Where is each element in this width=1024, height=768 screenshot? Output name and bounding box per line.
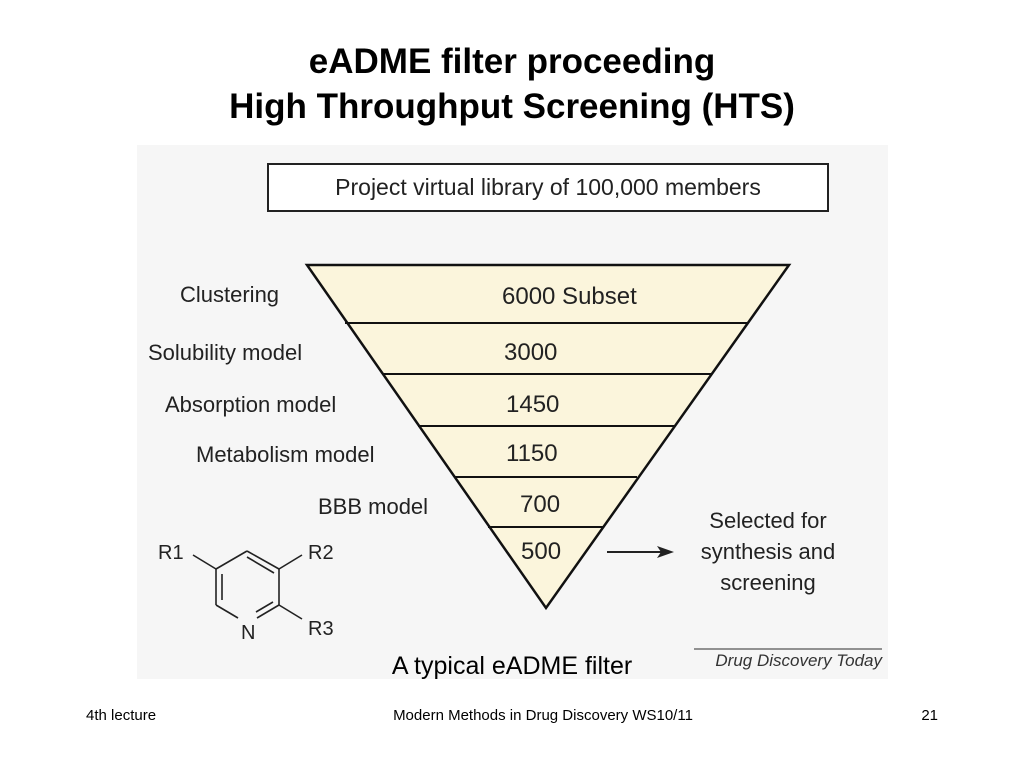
level-label-bbb: BBB model bbox=[318, 494, 428, 519]
pyridine-structure-icon bbox=[192, 550, 303, 620]
arrow-head-icon bbox=[657, 546, 674, 558]
funnel-value-clustering: 6000 Subset bbox=[502, 283, 637, 310]
molecule-label-n: N bbox=[241, 622, 255, 644]
source-credit: Drug Discovery Today bbox=[715, 651, 883, 670]
funnel-value-solubility: 3000 bbox=[504, 339, 557, 366]
slide-title-line-2: High Throughput Screening (HTS) bbox=[229, 87, 795, 126]
slide-title-line-1: eADME filter proceeding bbox=[308, 42, 716, 81]
molecule-label-r3: R3 bbox=[308, 618, 334, 640]
level-label-clustering: Clustering bbox=[180, 282, 279, 307]
library-box bbox=[267, 163, 829, 212]
level-label-absorption: Absorption model bbox=[165, 392, 336, 417]
library-box-text: Project virtual library of 100,000 membe… bbox=[335, 174, 761, 200]
eadme-filter-figure: Project virtual library of 100,000 membe… bbox=[137, 145, 888, 679]
funnel-value-metabolism: 1150 bbox=[506, 440, 558, 467]
molecule-label-r2: R2 bbox=[308, 542, 334, 564]
molecule-label-r1: R1 bbox=[158, 542, 184, 564]
funnel bbox=[304, 263, 792, 611]
filter-diagram: Project virtual library of 100,000 membe… bbox=[148, 163, 883, 670]
outcome-line-1: Selected for bbox=[709, 508, 826, 533]
figure-caption: A typical eADME filter bbox=[391, 652, 633, 680]
funnel-value-bbb: 700 bbox=[520, 491, 560, 518]
funnel-value-absorption: 1450 bbox=[506, 391, 559, 418]
footer-course: Modern Methods in Drug Discovery WS10/11 bbox=[393, 707, 693, 724]
outcome-line-2: synthesis and bbox=[701, 539, 836, 564]
footer-page-number: 21 bbox=[921, 707, 938, 724]
footer-lecture: 4th lecture bbox=[86, 707, 157, 724]
level-label-solubility: Solubility model bbox=[148, 340, 302, 365]
outcome-line-3: screening bbox=[720, 570, 815, 595]
level-label-metabolism: Metabolism model bbox=[196, 442, 375, 467]
funnel-value-final: 500 bbox=[521, 538, 561, 565]
